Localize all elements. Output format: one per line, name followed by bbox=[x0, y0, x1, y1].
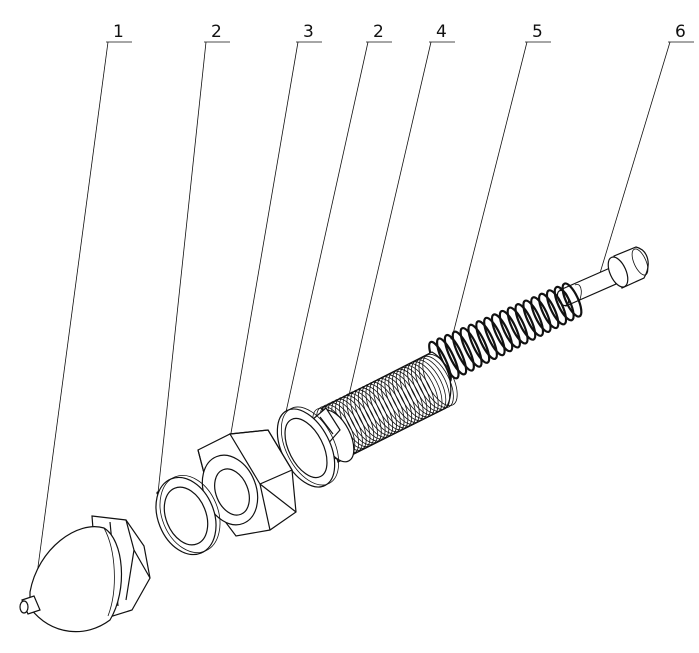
thread-line bbox=[380, 374, 416, 427]
thread-line bbox=[392, 368, 428, 421]
callout-label-6: 6 bbox=[675, 22, 686, 42]
spring-coil bbox=[498, 309, 522, 349]
thread-line bbox=[414, 357, 450, 410]
thread-line bbox=[376, 376, 413, 429]
callout-label-4: 4 bbox=[436, 22, 447, 42]
thread-line bbox=[384, 372, 420, 425]
leader-line-2b bbox=[282, 41, 392, 423]
spring-coil bbox=[451, 330, 475, 372]
leader-line-3 bbox=[228, 41, 322, 441]
thread-line bbox=[395, 366, 431, 420]
callout-label-1: 1 bbox=[113, 22, 124, 42]
callout-label-2a: 2 bbox=[211, 22, 222, 42]
spring-coil bbox=[475, 320, 498, 361]
part-5-spring bbox=[428, 282, 583, 384]
spring-coil bbox=[443, 333, 468, 376]
thread-line bbox=[361, 383, 397, 436]
thread-line bbox=[422, 353, 458, 407]
thread-line bbox=[365, 381, 401, 434]
leader-line-6 bbox=[595, 41, 694, 285]
leader-lines bbox=[32, 41, 694, 599]
spring-coil bbox=[490, 313, 514, 353]
spring-coil bbox=[530, 296, 552, 334]
part-2-washer-lower bbox=[155, 475, 221, 556]
part-6-pin bbox=[556, 246, 649, 307]
leader-line-2a bbox=[156, 41, 230, 495]
spring-coil bbox=[514, 303, 537, 341]
thread-line bbox=[418, 355, 454, 408]
leader-line-5 bbox=[450, 41, 551, 340]
callout-label-3: 3 bbox=[303, 22, 314, 42]
spring-coil bbox=[467, 323, 491, 364]
spring-coil bbox=[553, 285, 575, 322]
spring-coil bbox=[538, 292, 560, 330]
spring-coil bbox=[522, 299, 545, 337]
callout-label-2b: 2 bbox=[373, 22, 384, 42]
spring-coil bbox=[483, 316, 506, 357]
thread-line bbox=[369, 380, 405, 433]
thread-line bbox=[407, 361, 443, 414]
thread-line bbox=[399, 365, 435, 418]
thread-line bbox=[354, 387, 390, 440]
spring-coil bbox=[545, 289, 568, 326]
thread-line bbox=[411, 359, 447, 412]
part-1-cap-nut bbox=[19, 515, 151, 633]
spring-coil bbox=[561, 282, 583, 318]
thread-line bbox=[373, 378, 409, 431]
spring-coil bbox=[506, 306, 529, 345]
thread-line bbox=[342, 393, 378, 446]
thread-line bbox=[357, 385, 394, 438]
callout-label-5: 5 bbox=[532, 22, 543, 42]
spring-coil bbox=[459, 327, 483, 368]
callout-labels: 1 2 3 2 4 5 6 bbox=[113, 22, 686, 42]
thread-line bbox=[388, 370, 424, 423]
leader-line-1 bbox=[32, 41, 132, 599]
thread-line bbox=[403, 363, 439, 416]
part-3-hex-nut bbox=[197, 429, 297, 537]
thread-line bbox=[350, 389, 386, 442]
thread-line bbox=[346, 391, 382, 444]
